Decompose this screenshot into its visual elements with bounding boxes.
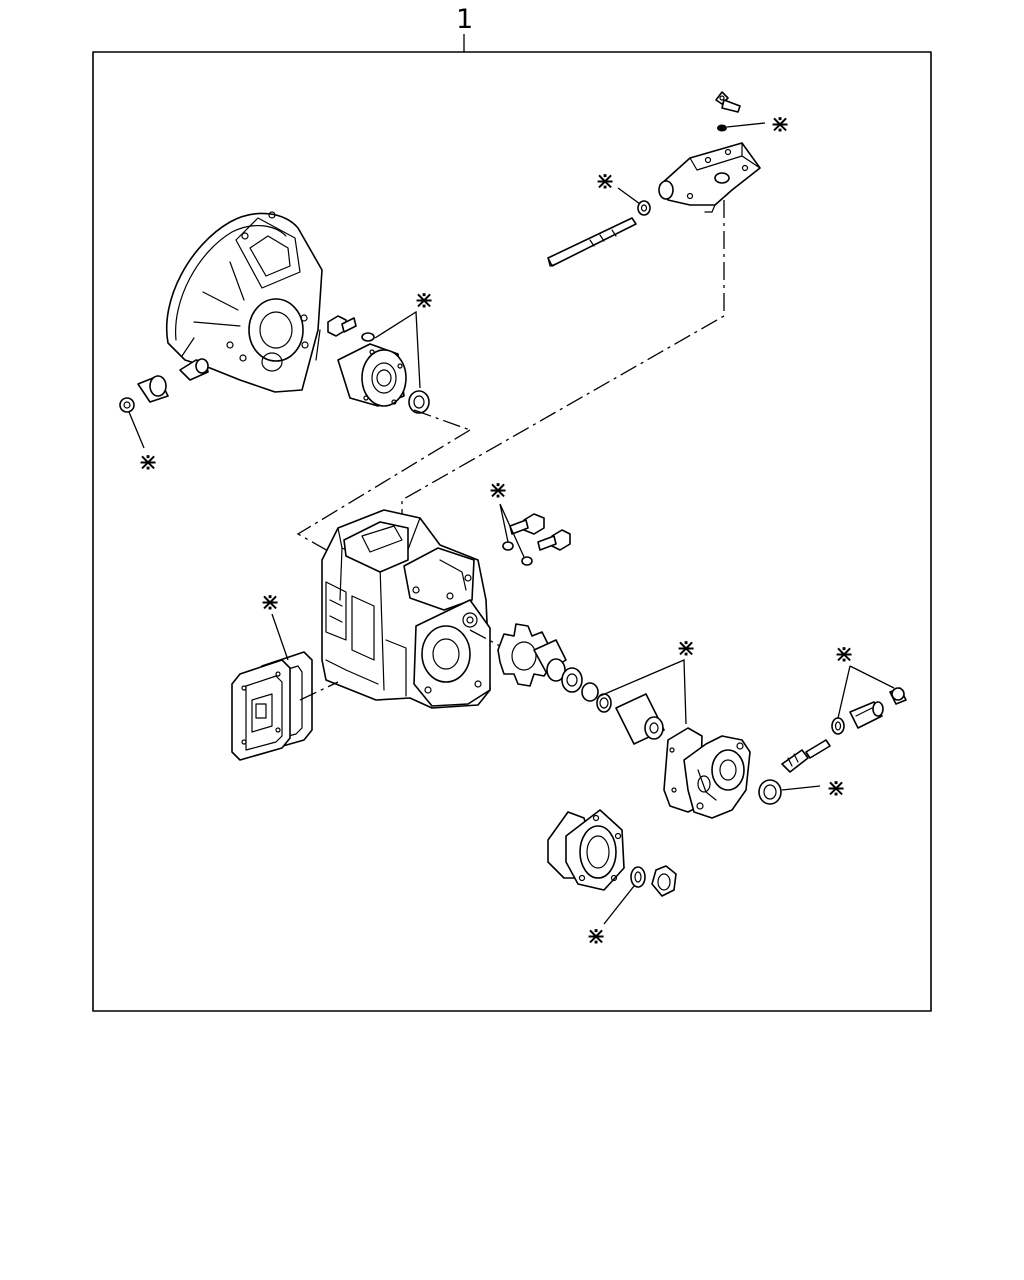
asterisk-marker: ⋇ <box>586 922 606 950</box>
assembly-guide-line <box>299 681 339 701</box>
assembly-guide-line <box>296 429 471 553</box>
shift-shaft <box>547 217 637 267</box>
asterisk-marker: ⋇ <box>676 634 696 662</box>
speedometer-sleeve <box>849 701 884 729</box>
plug-left <box>119 397 135 413</box>
shift-housing-cover <box>658 142 761 213</box>
small-washer-top <box>717 124 727 132</box>
side-cover-plate <box>231 659 291 761</box>
hex-bolt-case <box>509 513 545 535</box>
input-shaft-stub <box>179 358 209 381</box>
flange-nut <box>651 865 677 897</box>
asterisk-marker: ⋇ <box>595 167 615 195</box>
bearing-retainer <box>337 343 407 407</box>
oil-seal-retainer <box>408 390 430 414</box>
speedometer-drive-gear <box>781 739 831 773</box>
asterisk-marker: ⋇ <box>138 448 158 476</box>
asterisk-marker: ⋇ <box>260 588 280 616</box>
flange-washer <box>630 866 646 888</box>
gear-spacer <box>581 682 599 702</box>
shift-housing-bracket <box>715 91 741 113</box>
transmission-case <box>321 509 491 709</box>
callout-number: 1 <box>456 4 473 35</box>
speedometer-oring <box>831 717 845 735</box>
assembly-guide-line <box>469 629 501 647</box>
extension-oil-seal <box>758 779 782 805</box>
output-flange <box>547 809 625 891</box>
gasket-washer-case <box>502 541 533 566</box>
asterisk-marker: ⋇ <box>414 286 434 314</box>
gear-bearing <box>546 658 583 693</box>
oring-bellhousing <box>361 332 375 342</box>
assembly-guide-line <box>413 409 471 431</box>
output-gear <box>497 623 567 687</box>
countershaft <box>615 693 665 745</box>
asterisk-marker: ⋇ <box>834 640 854 668</box>
shaft-oring <box>637 200 651 216</box>
hex-bolt-case <box>537 529 571 551</box>
pilot-bushing <box>137 375 169 403</box>
bellhousing <box>166 211 323 393</box>
hex-bolt-bellhousing <box>327 315 357 337</box>
asterisk-marker: ⋇ <box>488 476 508 504</box>
kit-frame <box>92 51 932 1012</box>
asterisk-marker: ⋇ <box>826 774 846 802</box>
gear-oring <box>596 693 612 713</box>
speedometer-plug <box>889 687 907 705</box>
extension-housing <box>683 735 751 819</box>
asterisk-marker: ⋇ <box>770 110 790 138</box>
